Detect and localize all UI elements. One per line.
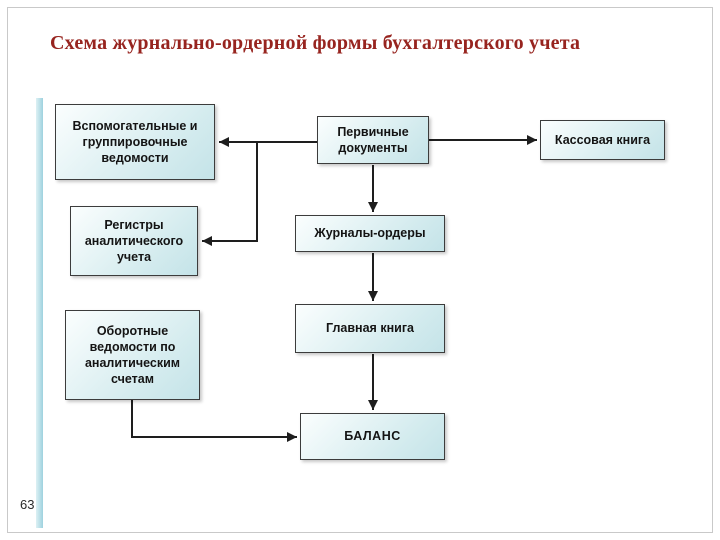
node-turnover-sheets: Оборотные ведомости по аналитическим сче… [65,310,200,400]
arrow-turnover-to-balance [131,400,297,442]
node-general-ledger: Главная книга [295,304,445,353]
page-number: 63 [20,497,35,512]
node-analytic-registers: Регистры аналитического учета [70,206,198,276]
node-journal-orders: Журналы-ордеры [295,215,445,252]
node-cash-book: Кассовая книга [540,120,665,160]
slide-title: Схема журнально-ордерной формы бухгалтер… [50,32,581,54]
node-primary-documents: Первичные документы [317,116,429,164]
arrow-branch-to-registers [202,142,258,246]
left-accent-bar [36,98,43,528]
node-balance: БАЛАНС [300,413,445,460]
node-auxiliary-sheets: Вспомогательные и группировочные ведомос… [55,104,215,180]
